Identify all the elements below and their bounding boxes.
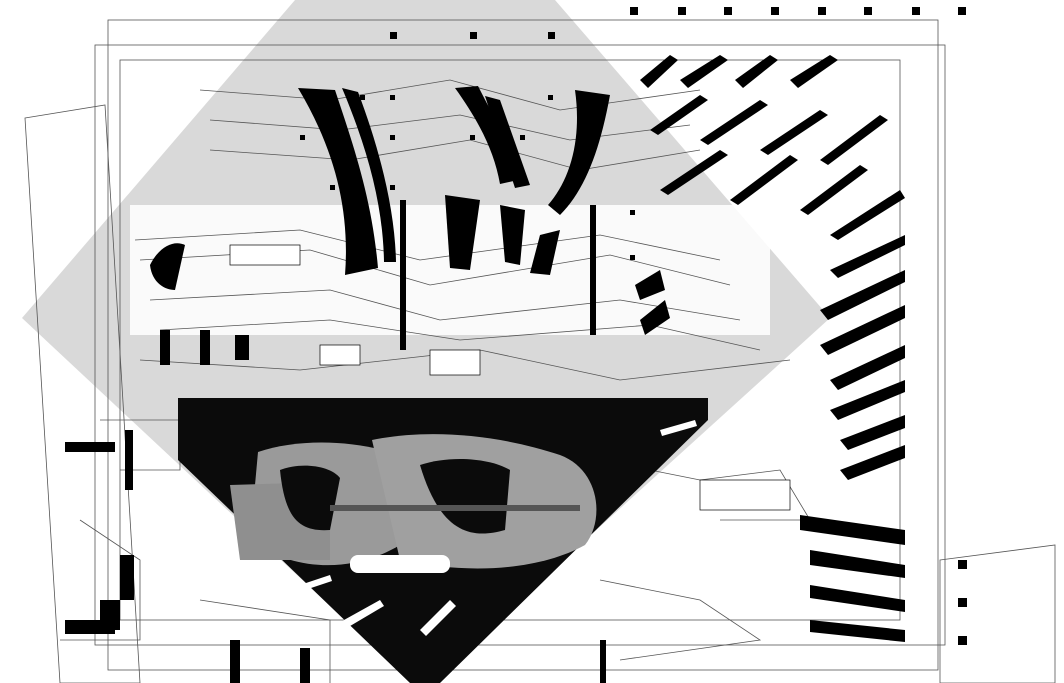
white-slashes <box>300 420 697 636</box>
gray-mass <box>230 434 597 573</box>
diagonal-hatching <box>635 55 905 642</box>
gray-diamond-shape <box>22 0 830 683</box>
dot-row-top <box>390 7 967 645</box>
scattered-rectangles <box>229 244 791 511</box>
left-edge-blocks <box>65 430 606 683</box>
curved-black-strokes <box>150 86 610 365</box>
